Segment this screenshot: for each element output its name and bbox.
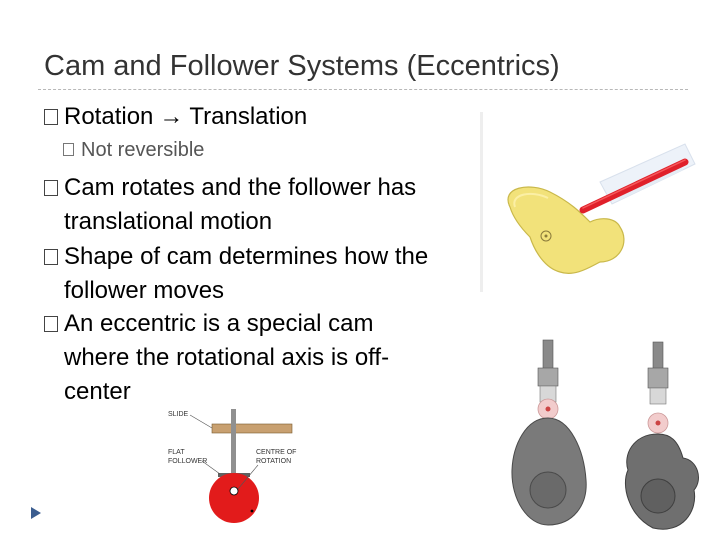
bullet-translation-label: Translation [189,103,308,130]
title-divider [38,89,688,90]
bullet-text-line: follower moves [64,277,225,304]
bullet-cam-rotates: Cam rotates and the follower has transla… [44,171,416,239]
subbullet-not-reversible: Not reversible [63,139,204,162]
bullet-icon [44,249,58,265]
flat-label: FLAT [168,449,185,456]
bullet-icon [44,316,58,332]
bullet-text-line: Cam rotates and the follower has [64,174,417,201]
bullet-text-line: Shape of cam determines how the [64,243,429,270]
subbullet-icon [63,143,74,156]
centre-of-label: CENTRE OF [256,449,296,456]
gray-cams-image [498,330,720,540]
slide-title: Cam and Follower Systems (Eccentrics) [44,50,560,82]
bullet-icon [44,180,58,196]
follower-label: FOLLOWER [168,458,207,465]
bullet-icon [44,109,58,125]
bullet-text-line: An eccentric is a special cam [64,310,374,337]
subbullet-label: Not reversible [81,139,205,161]
bullet-eccentric: An eccentric is a special cam where the … [44,307,389,409]
slide-label: SLIDE [168,411,189,418]
bullet-text-line: center [64,378,131,405]
bullet-text-line: translational motion [64,208,273,235]
bullet-rotation-label: Rotation [64,103,154,130]
right-arrow-icon: → [159,103,184,130]
next-slide-arrow-icon[interactable] [30,506,42,520]
bullet-shape-of-cam: Shape of cam determines how the follower… [44,240,428,308]
bullet-rotation-translation: Rotation→Translation [44,100,307,134]
rotation-label: ROTATION [256,458,291,465]
yellow-cam-image [480,112,720,292]
flat-follower-diagram: SLIDE FLAT FOLLOWER CENTRE OF ROTATION [162,403,312,528]
bullet-text-line: where the rotational axis is off- [64,344,390,371]
